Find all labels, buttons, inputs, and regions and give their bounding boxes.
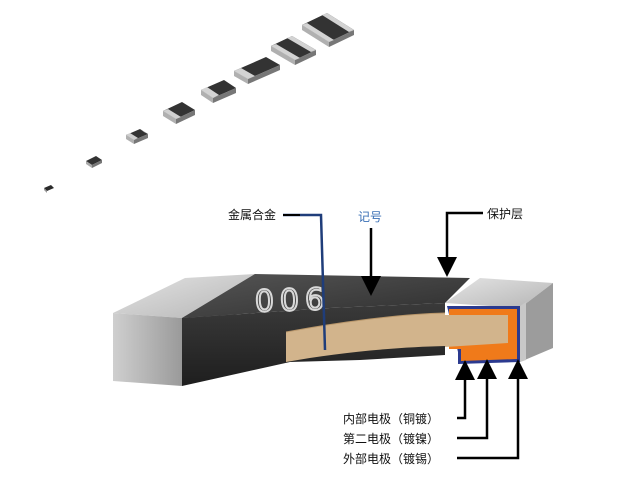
label-protective-layer: 保护层	[487, 207, 523, 221]
label-metal-alloy: 金属合金	[228, 207, 276, 222]
chip-0805	[201, 80, 236, 103]
alloy-core-end	[445, 315, 508, 347]
right-terminal-top	[445, 278, 553, 308]
body-top	[182, 274, 470, 318]
chip-0201	[86, 156, 102, 168]
chip-2010	[302, 13, 354, 47]
chip-0402	[126, 129, 148, 144]
leader-inner-electrode	[455, 360, 475, 420]
label-second-electrode: 第二电极（镀镍）	[343, 432, 439, 446]
tin-plating	[520, 302, 526, 362]
chip-01005	[44, 185, 54, 193]
labels: 金属合金 记号 保护层 内部电极（铜镀） 第二电极（镀镍） 外部电极（镀锡）	[228, 207, 523, 466]
chip-1206	[234, 57, 280, 84]
label-outer-electrode: 外部电极（镀锡）	[343, 451, 439, 466]
right-terminal-side	[520, 283, 553, 362]
marking-code: 006	[254, 282, 330, 320]
leader-outer-electrode	[457, 359, 528, 460]
chip-0603	[163, 102, 195, 124]
leader-protective-layer	[437, 211, 483, 277]
label-inner-electrode: 内部电极（铜镀）	[343, 411, 439, 426]
chip-size-series	[44, 13, 354, 193]
leader-lines	[283, 211, 528, 460]
label-marking: 记号	[358, 210, 382, 224]
left-terminal-front	[113, 313, 182, 386]
chip-1210	[271, 36, 316, 65]
left-terminal-top	[113, 274, 255, 318]
leader-second-electrode	[457, 359, 497, 440]
